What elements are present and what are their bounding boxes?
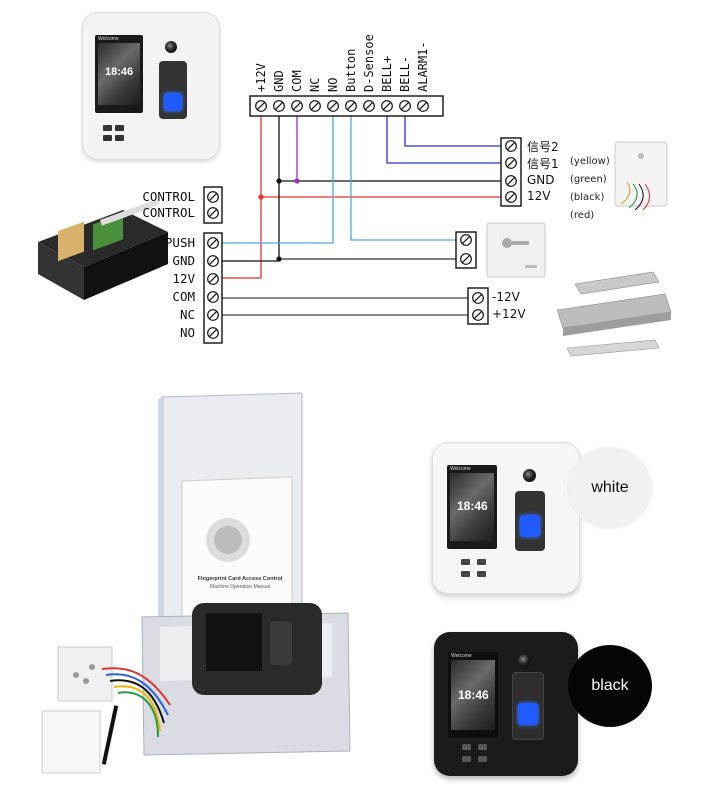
variant-black-badge: black xyxy=(568,645,652,727)
device-welcome: Welcome xyxy=(98,36,119,42)
terminal-label: BELL+ xyxy=(380,55,394,92)
terminal-screw-icon xyxy=(207,237,219,249)
fingerprint-sensor xyxy=(159,61,187,119)
camera-icon xyxy=(165,41,177,53)
fingerprint-sensor xyxy=(512,672,544,740)
terminal-screw-icon xyxy=(207,255,219,267)
fingerprint-sensor xyxy=(515,491,545,551)
device-welcome: Welcome xyxy=(451,653,472,659)
controller-terminal-label: CONTROL xyxy=(142,189,195,204)
terminal-screw-icon xyxy=(207,191,219,203)
device-clock: 18:46 xyxy=(457,499,488,513)
package-image xyxy=(41,392,351,774)
terminal-label: COM xyxy=(290,70,304,92)
top-terminal-strip xyxy=(249,95,444,117)
wire-gnd-black xyxy=(217,112,280,262)
terminal-label: NC xyxy=(308,77,322,92)
controller-terminal-label: NO xyxy=(179,325,195,340)
controller-terminal-label: 12V xyxy=(172,271,195,286)
lock-image xyxy=(556,271,672,357)
camera-icon xyxy=(523,469,536,482)
doorbell-color-label: (black) xyxy=(570,192,605,203)
doorbell-image xyxy=(614,141,668,211)
wire-bell-minus xyxy=(404,112,503,147)
controller-terminal-label: PUSH xyxy=(164,235,195,250)
camera-icon xyxy=(518,654,531,667)
terminal-label: ALARM1- xyxy=(416,41,430,92)
controller-terminal-label: COM xyxy=(172,289,195,304)
terminal-screw-icon xyxy=(505,140,517,152)
terminal-label: NO xyxy=(326,77,340,92)
variant-white-label: white xyxy=(591,479,629,496)
wire-button-blue xyxy=(350,112,458,241)
doorbell-terminal-label: 信号2 xyxy=(527,140,559,154)
lock-terminal-block xyxy=(467,287,489,325)
lock-terminal-label: +12V xyxy=(492,307,526,321)
manual-title: Fingerprint Card Access Control xyxy=(197,576,283,582)
controller-terminal-label: NC xyxy=(179,307,195,322)
device-top-white: Welcome 18:46 xyxy=(82,12,220,160)
terminal-screw-icon xyxy=(460,253,472,265)
doorbell-terminal-block xyxy=(500,137,522,207)
terminal-screw-icon xyxy=(291,100,303,112)
terminal-screw-icon xyxy=(472,309,484,321)
terminal-label: +12V xyxy=(254,63,268,92)
wire-12v-red xyxy=(217,112,262,279)
terminal-screw-icon xyxy=(273,100,285,112)
device-welcome: Welcome xyxy=(450,466,471,472)
doorbell-terminal-label: GND xyxy=(527,173,555,187)
device-black: Welcome 18:46 xyxy=(434,632,578,776)
terminal-screw-icon xyxy=(381,100,393,112)
terminal-screw-icon xyxy=(255,100,267,112)
terminal-screw-icon xyxy=(472,292,484,304)
terminal-screw-icon xyxy=(460,234,472,246)
terminal-label: GND xyxy=(272,70,286,92)
terminal-label: Button xyxy=(344,48,358,92)
wiring-diagram xyxy=(38,95,672,357)
terminal-label: BELL- xyxy=(398,55,412,92)
device-clock: 18:46 xyxy=(458,688,489,702)
device-white: Welcome 18:46 xyxy=(432,442,580,594)
doorbell-terminal-label: 信号1 xyxy=(527,157,559,171)
terminal-screw-icon xyxy=(417,100,429,112)
wire-no-blue xyxy=(217,112,334,244)
doorbell-color-label: (green) xyxy=(570,174,607,185)
terminal-screw-icon xyxy=(327,100,339,112)
controller-terminal-block xyxy=(203,186,223,344)
doorbell-color-label: (red) xyxy=(570,210,595,221)
terminal-screw-icon xyxy=(207,273,219,285)
terminal-screw-icon xyxy=(207,309,219,321)
variant-black-label: black xyxy=(591,677,629,694)
manual-subtitle: Machine Operation Manual xyxy=(209,584,271,590)
wire-bell-plus xyxy=(386,112,503,164)
exit-button-image xyxy=(486,222,546,278)
terminal-screw-icon xyxy=(399,100,411,112)
terminal-screw-icon xyxy=(207,207,219,219)
device-clock: 18:46 xyxy=(105,66,134,78)
terminal-screw-icon xyxy=(505,157,517,169)
terminal-label: D-Sensoe xyxy=(362,34,376,92)
terminal-screw-icon xyxy=(309,100,321,112)
doorbell-color-label: (yellow) xyxy=(570,156,610,167)
terminal-screw-icon xyxy=(363,100,375,112)
controller-terminal-label: CONTROL xyxy=(142,205,195,220)
exit-button-terminal-block xyxy=(455,231,477,269)
lock-terminal-label: -12V xyxy=(492,290,520,304)
terminal-screw-icon xyxy=(207,291,219,303)
terminal-screw-icon xyxy=(345,100,357,112)
doorbell-terminal-label: 12V xyxy=(527,189,551,203)
controller-terminal-label: GND xyxy=(172,253,195,268)
terminal-screw-icon xyxy=(505,175,517,187)
power-supply-image xyxy=(38,199,168,300)
variant-white-badge: white xyxy=(568,447,652,529)
terminal-screw-icon xyxy=(207,327,219,339)
terminal-screw-icon xyxy=(505,191,517,203)
